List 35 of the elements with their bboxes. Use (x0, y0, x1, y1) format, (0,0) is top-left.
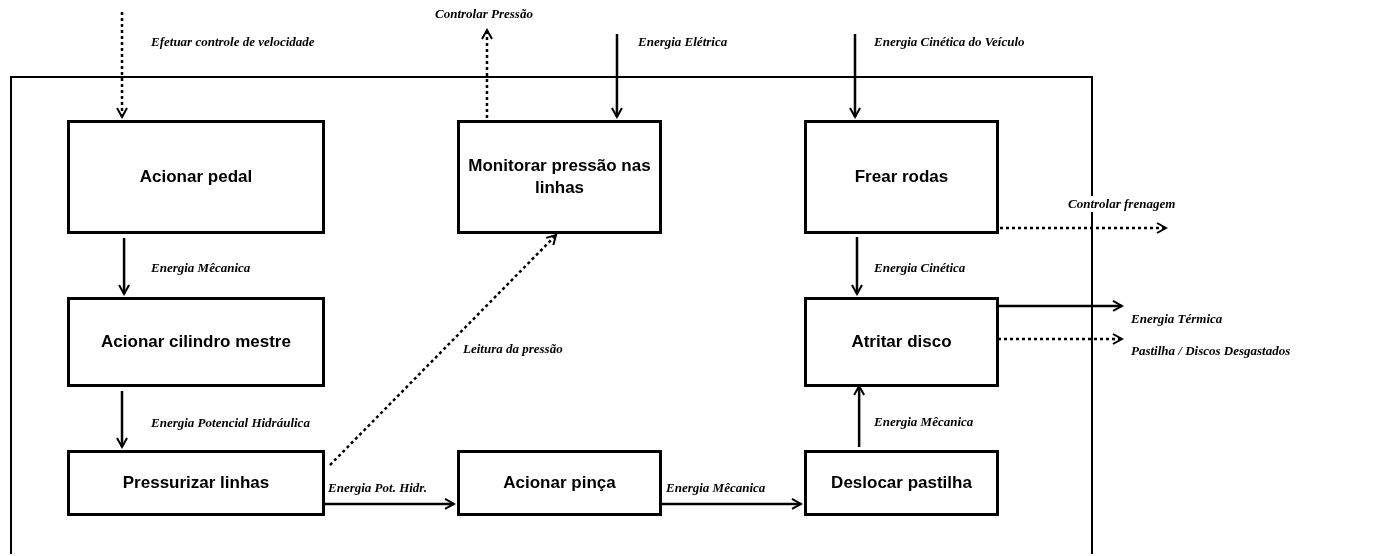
edge-label: Energia Mêcanica (665, 480, 767, 496)
edge-label: Controlar frenagem (1067, 196, 1177, 212)
process-box: Atritar disco (804, 297, 999, 387)
edge-label: Energia Potencial Hidráulica (150, 415, 311, 431)
arrow (481, 29, 493, 118)
arrow (853, 385, 866, 447)
process-box: Pressurizar linhas (67, 450, 325, 516)
edge-label: Leitura da pressão (462, 341, 564, 357)
edge-label: Pastilha / Discos Desgastados (1130, 343, 1292, 359)
edge-label: Energia Térmica (1130, 311, 1224, 327)
arrow (324, 497, 455, 510)
arrow (1000, 222, 1167, 234)
edge-label: Energia Pot. Hidr. (327, 480, 428, 496)
edge-label: Efetuar controle de velocidade (150, 34, 316, 50)
arrow (849, 34, 862, 118)
process-box: Frear rodas (804, 120, 999, 234)
process-box: Acionar pinça (457, 450, 662, 516)
arrow (116, 12, 128, 118)
arrow (329, 234, 558, 466)
process-box: Acionar cilindro mestre (67, 297, 325, 387)
arrow (851, 237, 863, 295)
edge-label: Energia Cinética do Veículo (873, 34, 1026, 50)
process-box: Monitorar pressão nas linhas (457, 120, 662, 234)
arrow (118, 238, 131, 295)
arrow (998, 300, 1123, 312)
arrow (998, 333, 1123, 345)
edge-label: Energia Mêcanica (873, 414, 975, 430)
process-box: Deslocar pastilha (804, 450, 999, 516)
edge-label: Energia Elétrica (637, 34, 729, 50)
edge-label: Energia Mêcanica (150, 260, 252, 276)
arrow (661, 497, 802, 510)
arrow (610, 34, 623, 118)
arrow (116, 391, 128, 448)
edge-label: Energia Cinética (873, 260, 967, 276)
process-box: Acionar pedal (67, 120, 325, 234)
